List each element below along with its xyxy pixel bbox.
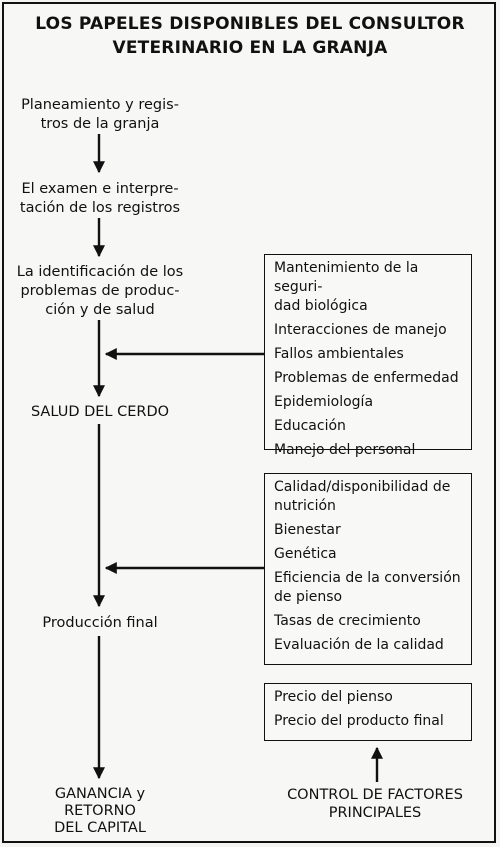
health-factor-disease-problems-text: Problemas de enfermedad <box>274 370 459 386</box>
health-factor-biosecurity-line-1: Mantenimiento de la seguri- <box>274 260 419 295</box>
production-factor-feed-conversion: Eficiencia de la conversión de pienso <box>274 569 471 607</box>
production-factor-welfare: Bienestar <box>274 521 471 540</box>
production-factor-genetics-text: Genética <box>274 546 337 562</box>
production-factors-box: Calidad/disponibilidad de nutrición Bien… <box>264 473 472 665</box>
health-factor-management-interactions-text: Interacciones de manejo <box>274 322 447 338</box>
flow-step-examination-line-1: El examen e interpre- <box>21 181 179 197</box>
title-line-1: LOS PAPELES DISPONIBLES DEL CONSULTOR <box>35 14 465 34</box>
flow-step-profit: GANANCIA y RETORNO DEL CAPITAL <box>0 786 200 837</box>
production-factor-nutrition-line-1: Calidad/disponibilidad de <box>274 479 451 495</box>
health-factor-biosecurity: Mantenimiento de la seguri- dad biológic… <box>274 259 471 316</box>
flow-step-planning: Planeamiento y regis- tros de la granja <box>0 96 200 134</box>
health-factor-biosecurity-line-2: dad biológica <box>274 298 368 314</box>
flow-step-final-production: Producción final <box>0 614 200 633</box>
health-factor-disease-problems: Problemas de enfermedad <box>274 369 471 388</box>
flow-step-examination-line-2: tación de los registros <box>19 200 181 216</box>
health-factor-education: Educación <box>274 417 471 436</box>
production-factor-feed-conversion-line-2: de pienso <box>274 589 343 605</box>
health-factors-box: Mantenimiento de la seguri- dad biológic… <box>264 254 472 458</box>
price-factor-final-product-text: Precio del producto final <box>274 713 444 729</box>
production-factor-genetics: Genética <box>274 545 471 564</box>
production-factor-nutrition-line-2: nutrición <box>274 498 336 514</box>
health-factor-epidemiology-text: Epidemiología <box>274 394 374 410</box>
diagram-title: LOS PAPELES DISPONIBLES DEL CONSULTOR VE… <box>0 12 500 60</box>
price-factor-final-product: Precio del producto final <box>274 712 471 731</box>
production-factor-welfare-text: Bienestar <box>274 522 341 538</box>
flow-step-final-production-label: Producción final <box>42 615 158 631</box>
price-factor-feed: Precio del pienso <box>274 688 471 707</box>
flow-step-profit-line-1: GANANCIA y <box>54 786 146 802</box>
production-factor-growth-rates-text: Tasas de crecimiento <box>274 613 421 629</box>
price-factors-box: Precio del pienso Precio del producto fi… <box>264 683 472 741</box>
production-factor-quality-evaluation-text: Evaluación de la calidad <box>274 637 444 653</box>
production-factor-growth-rates: Tasas de crecimiento <box>274 612 471 631</box>
production-factor-nutrition: Calidad/disponibilidad de nutrición <box>274 478 471 516</box>
flow-step-profit-line-3: DEL CAPITAL <box>54 820 146 836</box>
production-factor-feed-conversion-line-1: Eficiencia de la conversión <box>274 570 461 586</box>
health-factor-staff-management-text: Manejo del personal <box>274 442 416 458</box>
price-factor-feed-text: Precio del pienso <box>274 689 393 705</box>
health-factor-staff-management: Manejo del personal <box>274 441 471 460</box>
control-main-factors-line-2: PRINCIPALES <box>328 805 422 821</box>
health-factor-education-text: Educación <box>274 418 346 434</box>
flow-step-identification-line-3: ción y de salud <box>45 302 155 318</box>
health-factor-management-interactions: Interacciones de manejo <box>274 321 471 340</box>
flow-step-identification-line-2: problemas de produc- <box>20 283 180 299</box>
health-factor-environmental-failures: Fallos ambientales <box>274 345 471 364</box>
title-line-2: VETERINARIO EN LA GRANJA <box>112 38 388 58</box>
flow-step-examination: El examen e interpre- tación de los regi… <box>0 180 200 218</box>
flow-step-identification: La identificación de los problemas de pr… <box>0 263 200 320</box>
control-main-factors-line-1: CONTROL DE FACTORES <box>287 787 463 803</box>
health-factor-environmental-failures-text: Fallos ambientales <box>274 346 404 362</box>
flow-step-planning-line-2: tros de la granja <box>40 116 160 132</box>
health-factor-epidemiology: Epidemiología <box>274 393 471 412</box>
flow-step-pig-health: SALUD DEL CERDO <box>0 403 200 422</box>
flow-step-planning-line-1: Planeamiento y regis- <box>21 97 179 113</box>
flow-step-profit-line-2: RETORNO <box>64 803 136 819</box>
flow-step-pig-health-label: SALUD DEL CERDO <box>30 404 170 420</box>
flow-step-identification-line-1: La identificación de los <box>16 264 184 280</box>
control-main-factors-label: CONTROL DE FACTORES PRINCIPALES <box>264 786 486 822</box>
production-factor-quality-evaluation: Evaluación de la calidad <box>274 636 471 655</box>
